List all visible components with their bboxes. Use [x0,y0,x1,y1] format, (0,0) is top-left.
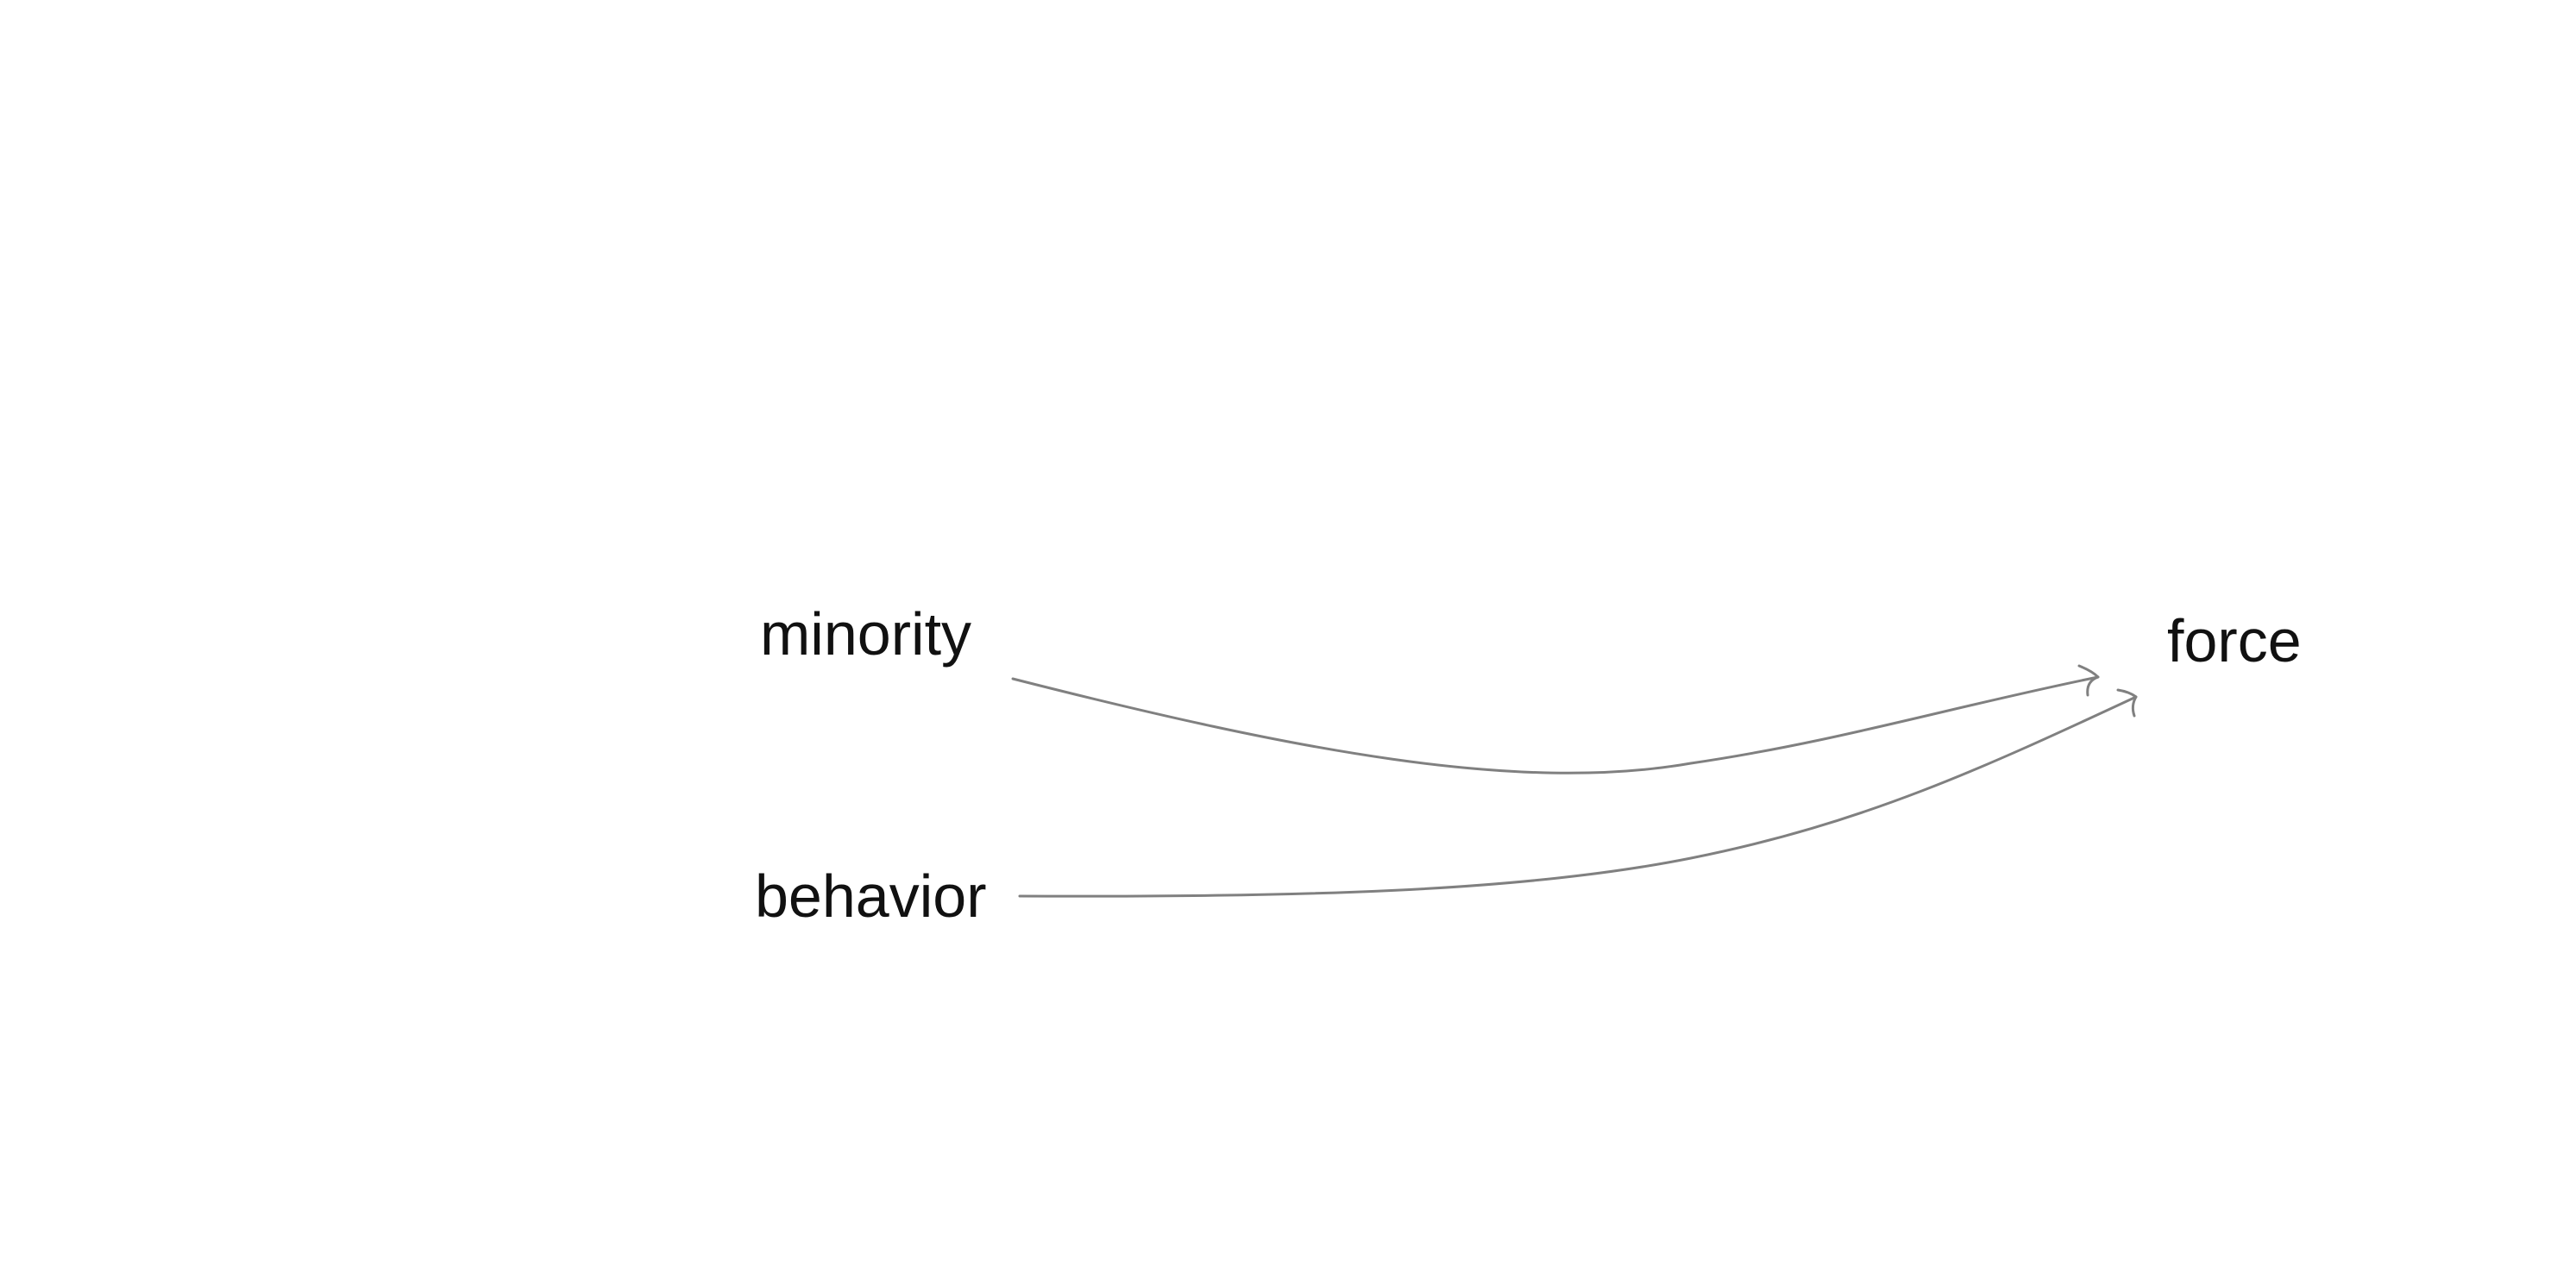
edge-minority-to-force-arrowhead [2077,664,2100,697]
node-behavior: behavior [755,862,987,930]
node-minority: minority [760,600,971,668]
node-force: force [2167,607,2302,674]
edge-behavior-to-force-arrowhead [2116,688,2138,718]
edge-minority-to-force [1011,664,2100,774]
edge-minority-to-force-line [1011,675,2100,774]
edge-behavior-to-force-line [1018,695,2138,898]
edge-behavior-to-force [1018,688,2138,898]
